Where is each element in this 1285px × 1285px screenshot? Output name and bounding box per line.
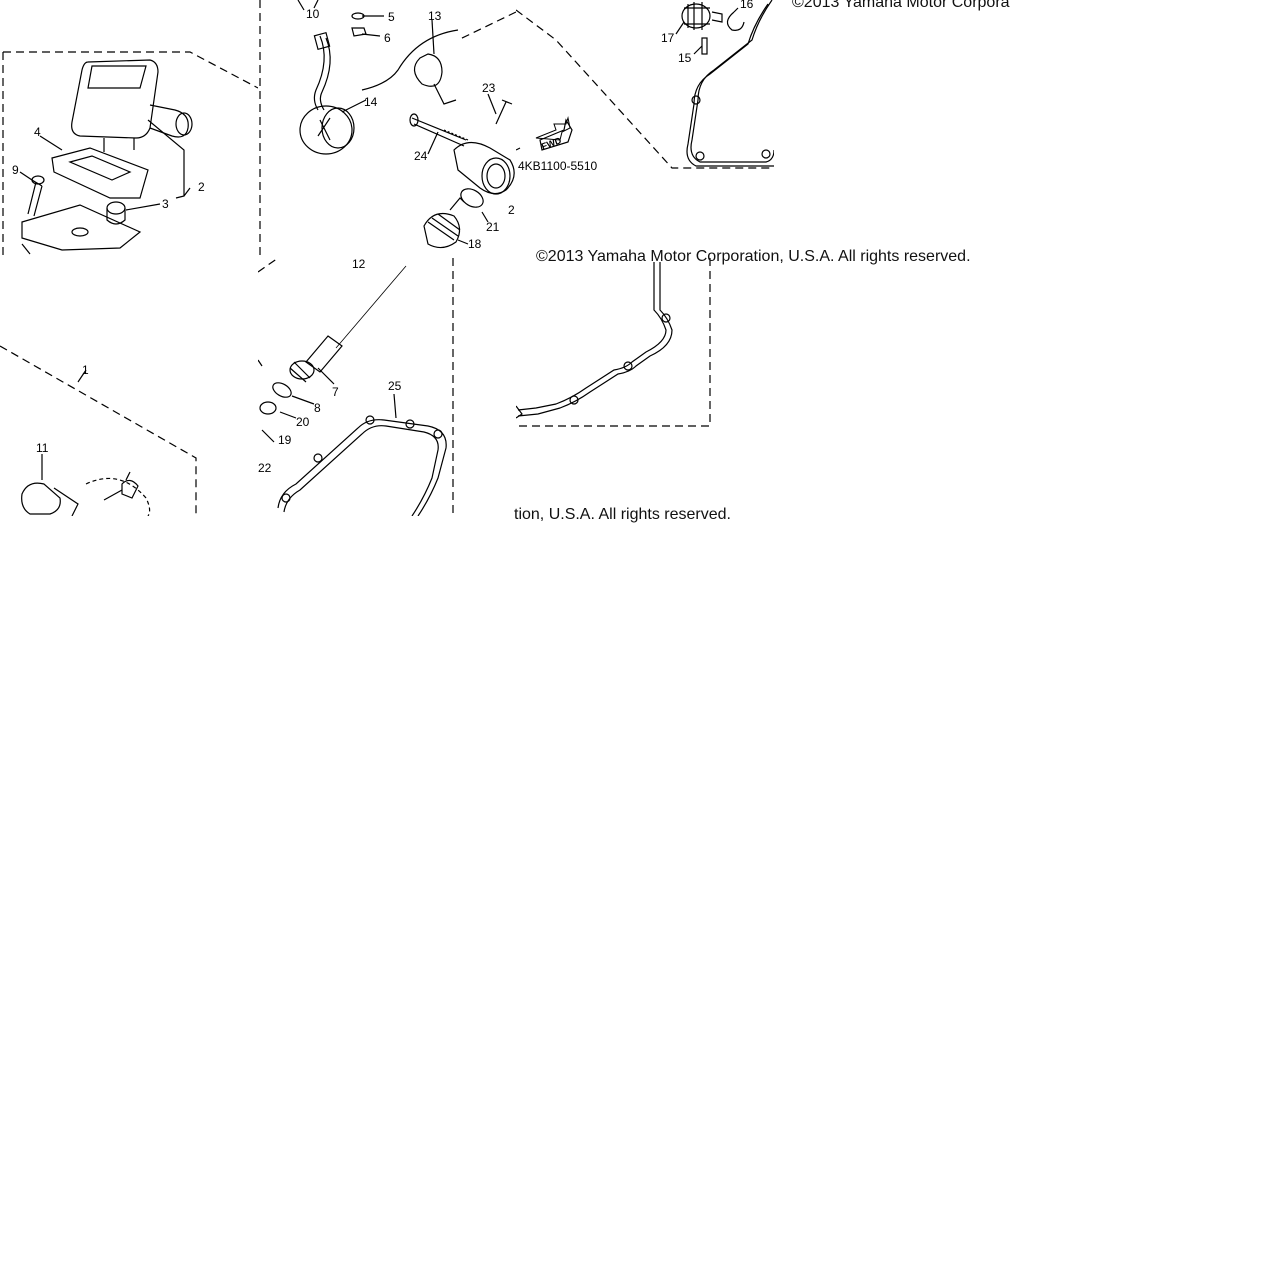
callout-9: 9	[12, 163, 19, 177]
tile-wire-harness: 1 11	[0, 258, 258, 516]
tile-gasket-lower	[516, 258, 712, 428]
speedometer-drive-drawing: 10 5 6 13 14 23 24 21 18 2	[259, 0, 516, 258]
callout-7: 7	[332, 385, 339, 399]
gasket-lower-drawing	[516, 258, 711, 427]
wire-harness-drawing: 1 11	[0, 345, 197, 516]
callout-2: 2	[198, 180, 205, 194]
callout-2-partial: 2	[508, 203, 515, 217]
callout-3: 3	[162, 197, 169, 211]
tile-speedometer-drive: 10 5 6 13 14 23 24 21 18 2	[258, 0, 516, 258]
callout-15: 15	[678, 51, 692, 65]
callout-16: 16	[740, 0, 754, 11]
copyright-middle: ©2013 Yamaha Motor Corporation, U.S.A. A…	[536, 248, 971, 265]
callout-17: 17	[661, 31, 675, 45]
meter-assembly-drawing: 4 9 2 3	[2, 51, 258, 258]
part-code-label: 4KB1100-5510	[518, 159, 598, 173]
copyright-lower: tion, U.S.A. All rights reserved.	[514, 506, 731, 523]
callout-22: 22	[258, 461, 272, 475]
callout-13: 13	[428, 9, 442, 23]
callout-5: 5	[388, 10, 395, 24]
drive-gear-drawing: 12 7 8 20 19 22 25	[258, 258, 454, 516]
gasket-upper-drawing: FWD 4KB1100-5510 16 17 15	[516, 0, 774, 173]
callout-12: 12	[352, 258, 366, 271]
callout-1: 1	[82, 363, 89, 377]
callout-4: 4	[34, 125, 41, 139]
callout-25: 25	[388, 379, 402, 393]
callout-11: 11	[36, 441, 49, 455]
callout-20: 20	[296, 415, 310, 429]
callout-6: 6	[384, 31, 391, 45]
callout-10: 10	[306, 7, 320, 21]
callout-21: 21	[486, 220, 500, 234]
callout-19: 19	[278, 433, 292, 447]
callout-23: 23	[482, 81, 496, 95]
callout-18: 18	[468, 237, 482, 251]
callout-8: 8	[314, 401, 321, 415]
tile-meter-assembly: 4 9 2 3	[0, 0, 258, 258]
copyright-top-right: ©2013 Yamaha Motor Corpora	[792, 0, 1010, 11]
tile-drive-gear: 12 7 8 20 19 22 25	[258, 258, 454, 516]
fwd-arrow-label: FWD	[540, 135, 563, 152]
callout-24: 24	[414, 149, 428, 163]
callout-14: 14	[364, 95, 378, 109]
tile-gasket-upper: FWD 4KB1100-5510 16 17 15	[516, 0, 774, 258]
